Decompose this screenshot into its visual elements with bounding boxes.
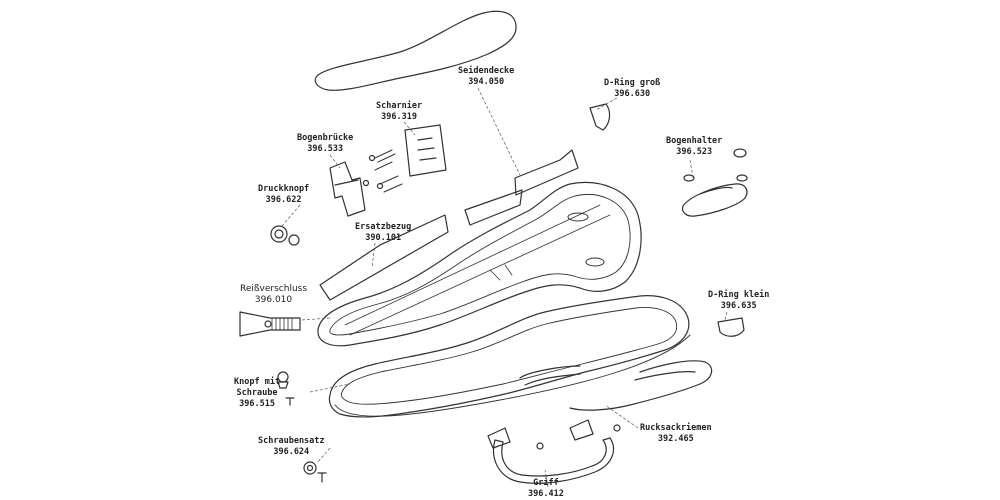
druckknopf-part <box>270 225 288 243</box>
schraubensatz-name: Schraubensatz <box>258 436 325 446</box>
d-ring-gross-name: D-Ring groß <box>604 78 661 88</box>
druckknopf-number: 396.622 <box>265 195 302 205</box>
scharnier-name: Scharnier <box>376 101 423 111</box>
d-ring-gross-number: 396.630 <box>614 89 651 99</box>
bogenhalter-name: Bogenhalter <box>666 136 723 146</box>
reissverschluss-number: 396.010 <box>254 295 293 305</box>
label-druckknopf: Druckknopf 396.622 <box>258 184 309 206</box>
case-lid-inner <box>329 194 631 336</box>
rucksackriemen-part <box>569 360 713 411</box>
ersatzbezug-name: Ersatzbezug <box>355 222 412 232</box>
d-ring-klein-name: D-Ring klein <box>708 290 770 300</box>
ersatzbezug-sheet-front <box>319 214 449 301</box>
d-ring-klein-number: 396.635 <box>720 301 757 311</box>
label-reissverschluss: Reißverschluss 396.010 <box>240 284 307 306</box>
label-schraubensatz: Schraubensatz 396.624 <box>258 436 325 458</box>
schraubensatz-part <box>303 461 317 475</box>
scharnier-part <box>404 124 447 177</box>
bogenhalter-number: 396.523 <box>676 147 713 157</box>
ersatzbezug-number: 390.101 <box>365 233 402 243</box>
seidendecke-part <box>314 10 517 91</box>
d-ring-gross-part <box>589 103 611 131</box>
bogenbruecke-name: Bogenbrücke <box>297 133 354 143</box>
label-rucksackriemen: Rucksackriemen 392.465 <box>640 423 712 445</box>
griff-name: Griff <box>533 478 559 488</box>
case-base <box>328 295 690 418</box>
d-ring-klein-part <box>717 317 745 337</box>
knopf-mit-schraube-name-line2: Schraube <box>236 388 278 398</box>
label-d-ring-gross: D-Ring groß 396.630 <box>604 78 660 100</box>
bogenhalter-part <box>681 183 748 217</box>
bogenbruecke-part <box>329 161 366 217</box>
label-d-ring-klein: D-Ring klein 396.635 <box>708 290 769 312</box>
label-seidendecke: Seidendecke 394.050 <box>458 66 514 88</box>
rucksackriemen-number: 392.465 <box>657 434 694 444</box>
case-base-inner <box>340 307 678 405</box>
seidendecke-number: 394.050 <box>468 77 505 87</box>
griff-part <box>493 437 615 484</box>
ersatzbezug-sheet-back <box>514 149 579 196</box>
druckknopf-name: Druckknopf <box>258 184 310 194</box>
case-lid <box>317 181 642 347</box>
reissverschluss-part <box>239 311 301 337</box>
label-knopf-mit-schraube: Knopf mit Schraube 396.515 <box>234 377 280 410</box>
scharnier-number: 396.319 <box>381 112 417 122</box>
schraubensatz-number: 396.624 <box>273 447 310 457</box>
reissverschluss-name: Reißverschluss <box>240 284 308 294</box>
label-bogenhalter: Bogenhalter 396.523 <box>666 136 722 158</box>
label-ersatzbezug: Ersatzbezug 390.101 <box>355 222 411 244</box>
label-griff: Griff 396.412 <box>528 478 564 500</box>
knopf-mit-schraube-number: 396.515 <box>239 399 275 409</box>
seidendecke-name: Seidendecke <box>458 66 515 76</box>
griff-number: 396.412 <box>528 489 564 499</box>
label-bogenbruecke: Bogenbrücke 396.533 <box>297 133 353 155</box>
knopf-mit-schraube-name-line1: Knopf mit <box>234 377 281 387</box>
rucksackriemen-name: Rucksackriemen <box>640 423 712 433</box>
label-scharnier: Scharnier 396.319 <box>376 101 422 123</box>
bogenbruecke-number: 396.533 <box>307 144 344 154</box>
ersatzbezug-sheet-mid <box>464 189 523 226</box>
